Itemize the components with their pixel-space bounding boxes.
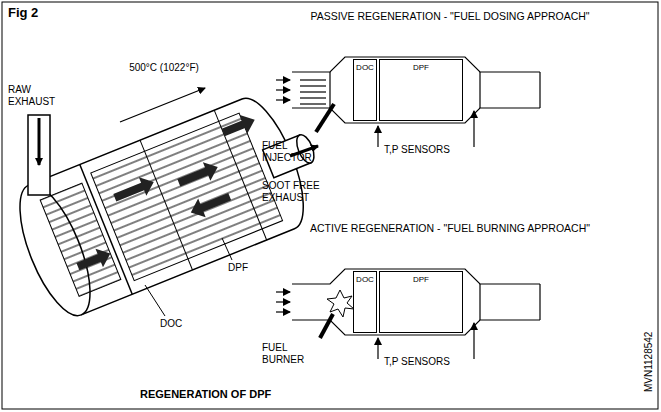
catalyst-section: DOC (353, 271, 377, 333)
flow-arrow (120, 88, 205, 122)
passive-schematic (276, 57, 540, 147)
part-label: FUEL INJECTOR (262, 140, 318, 163)
catalyst-section: DOC (353, 59, 377, 121)
part-label: DOC (160, 318, 182, 330)
leader-line (222, 238, 232, 260)
inlet-pipe (28, 115, 50, 195)
temperature-label: 500°C (1022°F) (128, 62, 200, 74)
part-label: DPF (228, 262, 248, 274)
part-label: SOOT FREE EXHAUST (262, 180, 326, 203)
watermark: MVN1128542 (643, 332, 655, 392)
section-label: DOC (356, 63, 374, 72)
filter-section: DPF (379, 271, 463, 333)
part-label: T,P SENSORS (384, 144, 450, 156)
section-label: DPF (413, 63, 429, 72)
figure-caption: REGENERATION OF DPF (140, 388, 271, 401)
section-heading: PASSIVE REGENERATION - "FUEL DOSING APPR… (300, 10, 600, 22)
section-label: DPF (413, 275, 429, 284)
part-label: FUEL BURNER (262, 342, 318, 365)
figure-title: Fig 2 (8, 6, 38, 21)
active-schematic (276, 269, 540, 359)
dpf-cutaway (6, 81, 338, 324)
section-label: DOC (356, 275, 374, 284)
part-label: RAW EXHAUST (8, 84, 68, 107)
leader-line (145, 285, 165, 316)
part-label: T,P SENSORS (384, 356, 450, 368)
filter-section: DPF (379, 59, 463, 121)
section-heading: ACTIVE REGENERATION - "FUEL BURNING APPR… (300, 222, 600, 234)
